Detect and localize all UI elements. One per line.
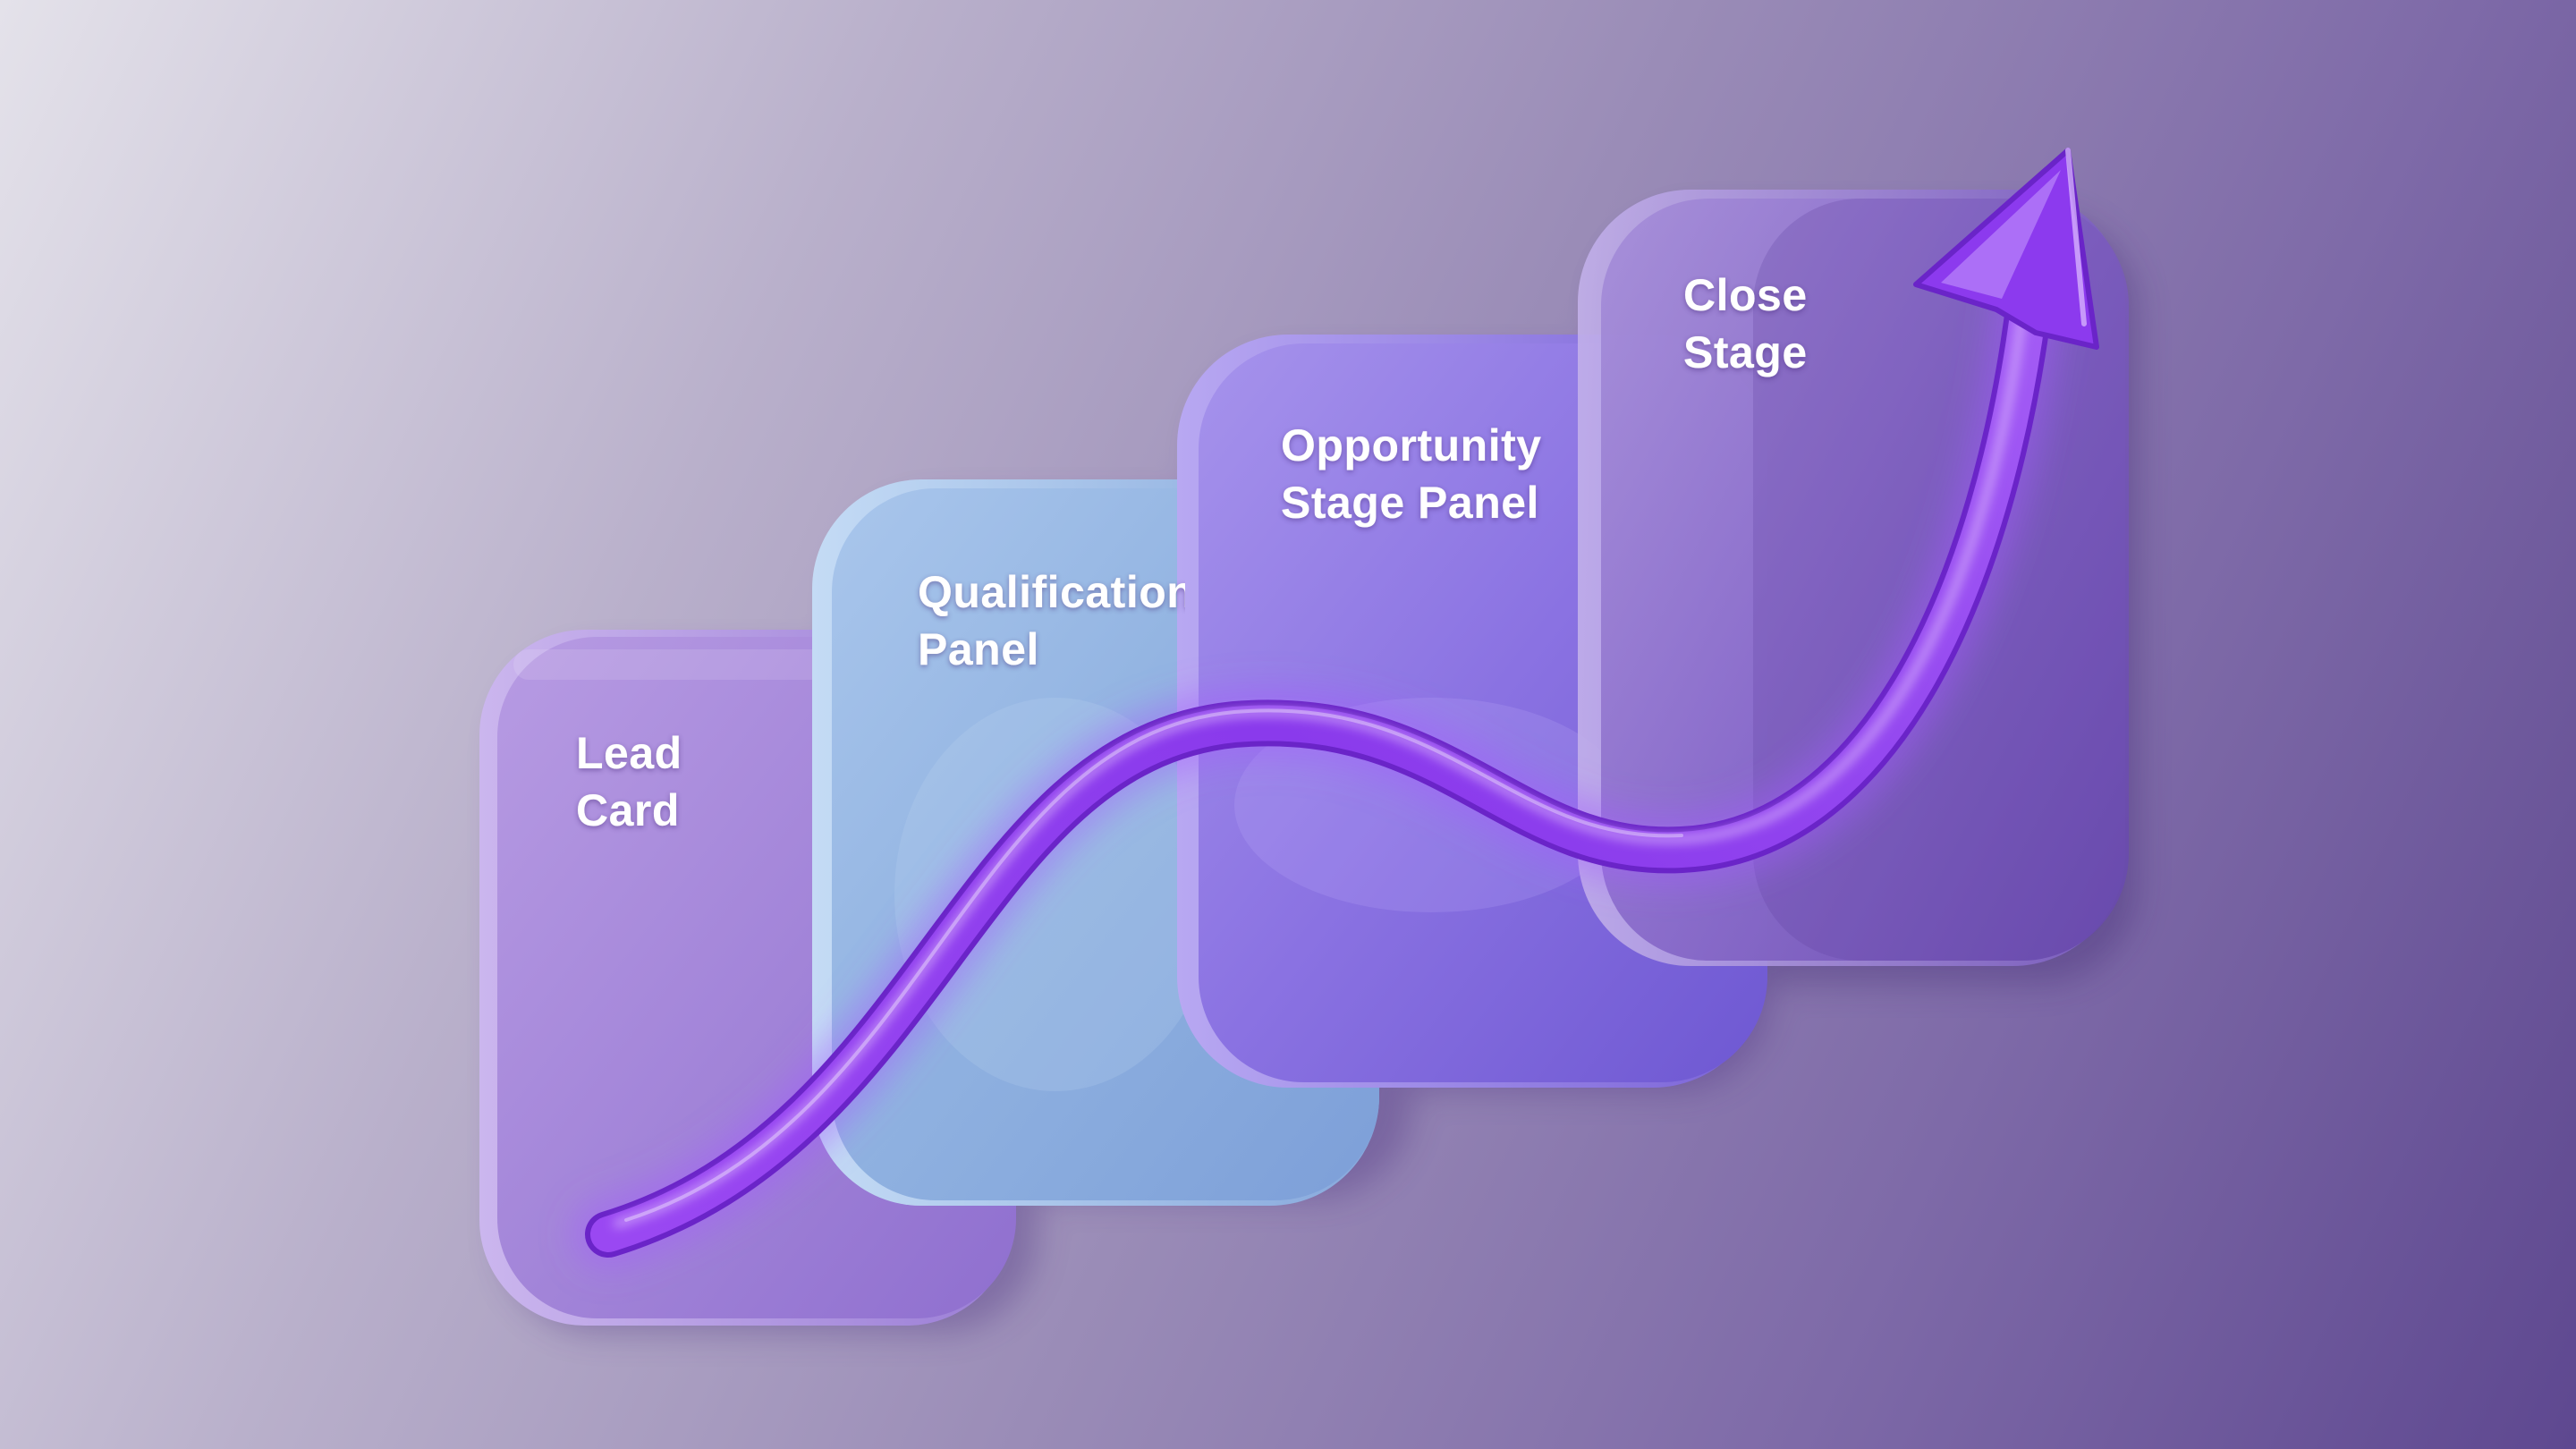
close-stage-label: Close Stage	[1683, 270, 1808, 377]
lead-card-label: Lead Card	[576, 728, 682, 835]
arrowhead-highlight	[1941, 170, 2061, 299]
arrow-tube-specular	[624, 708, 1683, 1222]
opportunity-stage-panel-label: Opportunity Stage Panel	[1281, 420, 1542, 528]
arrow-tube-highlight	[614, 301, 2027, 1227]
growth-arrow	[585, 148, 2099, 1258]
qualification-panel-label-clip: Qualification Panel	[894, 537, 1185, 680]
qualification-panel-label: Qualification Panel	[918, 567, 1185, 674]
arrow-tube	[590, 277, 2048, 1252]
arrowhead-edge	[2065, 148, 2087, 326]
